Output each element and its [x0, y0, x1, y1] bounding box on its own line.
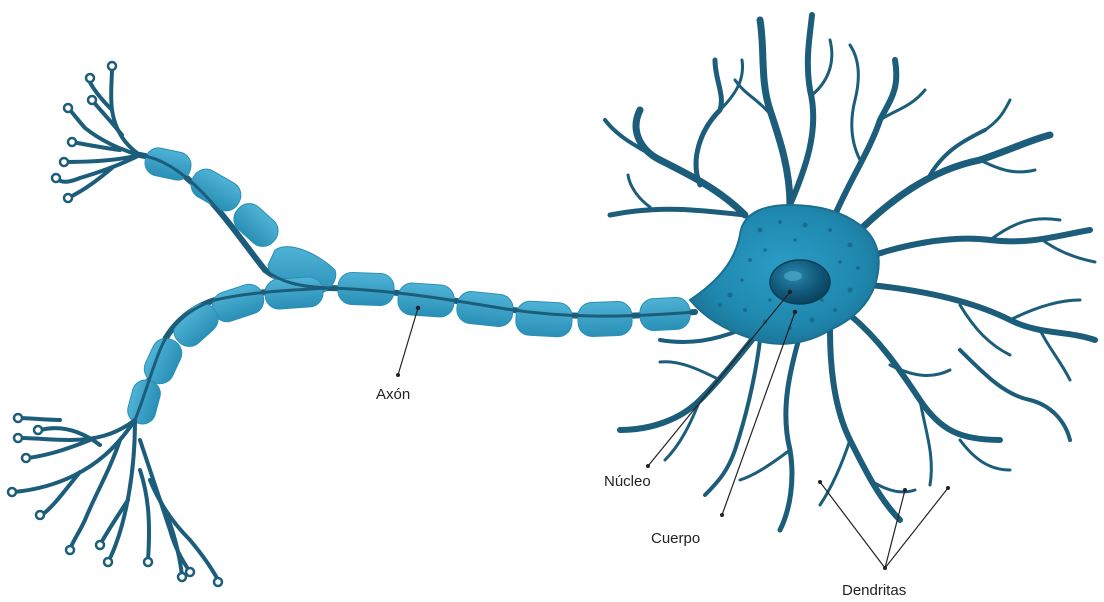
terminal-bouton — [68, 138, 76, 146]
terminal-bouton — [86, 74, 94, 82]
terminal-bouton — [8, 488, 16, 496]
terminal-bouton — [144, 558, 152, 566]
axon-terminals-upper — [56, 68, 140, 198]
terminal-bouton — [96, 541, 104, 549]
terminal-bouton — [64, 104, 72, 112]
myelin-sheaths — [125, 146, 691, 427]
terminal-bouton — [36, 511, 44, 519]
terminal-bouton — [22, 454, 30, 462]
terminal-bouton — [104, 558, 112, 566]
label-body: Cuerpo — [651, 530, 700, 547]
axon-terminals-lower — [14, 418, 218, 580]
terminal-bouton — [34, 426, 42, 434]
myelin-sheath — [515, 301, 573, 338]
label-nucleus: Núcleo — [604, 473, 651, 490]
terminal-bouton — [186, 568, 194, 576]
terminal-bouton — [214, 578, 222, 586]
myelin-sheath — [125, 377, 163, 427]
terminal-bouton — [64, 194, 72, 202]
label-axon: Axón — [376, 386, 410, 403]
nucleus — [770, 260, 830, 304]
terminal-bouton — [108, 62, 116, 70]
terminal-bouton — [88, 96, 96, 104]
leader-dendrites-3 — [885, 488, 948, 568]
terminal-bouton — [60, 158, 68, 166]
terminal-bouton — [178, 573, 186, 581]
terminal-bouton — [52, 174, 60, 182]
terminal-bouton — [66, 546, 74, 554]
terminal-bouton — [14, 434, 22, 442]
terminal-bouton — [14, 414, 22, 422]
leader-dendrites-1 — [820, 482, 885, 568]
leader-axon — [398, 308, 418, 375]
label-dendrites: Dendritas — [842, 582, 906, 599]
myelin-sheath — [577, 301, 632, 337]
nucleolus-highlight — [784, 271, 802, 281]
